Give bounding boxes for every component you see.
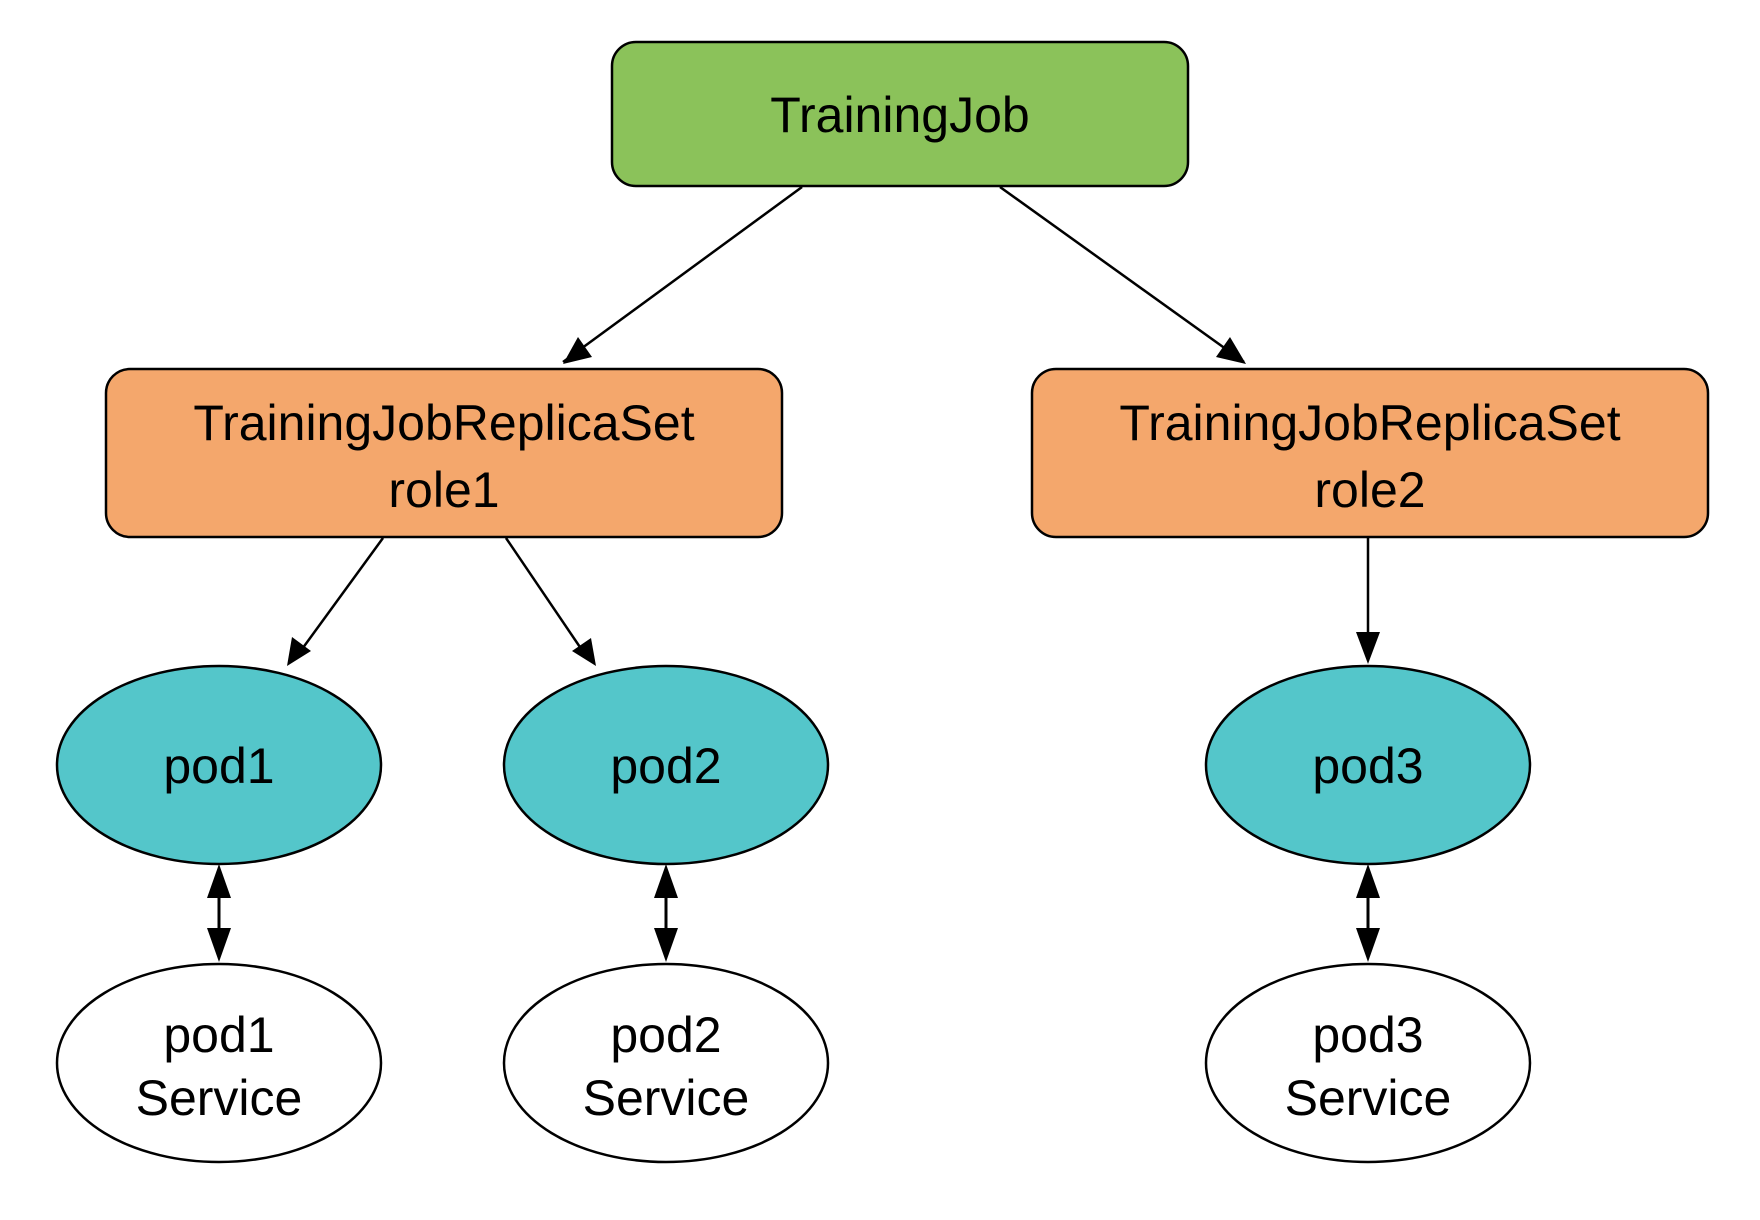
node-pod3[interactable]: pod3 [1204, 664, 1532, 866]
arrowhead-pod1-service-down [207, 928, 231, 962]
node-pod3-service[interactable]: pod3 Service [1204, 962, 1532, 1164]
node-pod2-ellipse [502, 664, 830, 866]
node-pod3-service-ellipse [1204, 962, 1532, 1164]
node-pod2-service-ellipse [502, 962, 830, 1164]
node-replica-set-role2-line2: role2 [1314, 462, 1425, 518]
node-pod1-label: pod1 [163, 738, 274, 794]
arrowhead-role2 [1216, 337, 1246, 364]
node-replica-set-role2[interactable]: TrainingJobReplicaSet role2 [1030, 367, 1710, 539]
node-pod3-ellipse [1204, 664, 1532, 866]
node-training-job-label: TrainingJob [770, 87, 1029, 143]
node-pod1-ellipse [55, 664, 383, 866]
node-replica-set-role2-box [1030, 367, 1710, 539]
node-replica-set-role2-line1: TrainingJobReplicaSet [1119, 395, 1620, 451]
arrowhead-role1 [563, 337, 592, 364]
edge-role1-to-pod2 [504, 537, 588, 657]
arrowhead-pod3-up [1356, 864, 1380, 898]
node-training-job[interactable]: TrainingJob [610, 40, 1190, 188]
arrowhead-pod2-up [654, 864, 678, 898]
node-pod1-service-line2: Service [136, 1070, 303, 1126]
edge-trainingjob-to-role1 [562, 185, 803, 364]
node-training-job-box [610, 40, 1190, 188]
node-pod1-service-ellipse [55, 962, 383, 1164]
node-pod3-label: pod3 [1312, 738, 1423, 794]
node-pod2[interactable]: pod2 [502, 664, 830, 866]
node-pod1-service-line1: pod1 [163, 1007, 274, 1063]
node-pod2-service[interactable]: pod2 Service [502, 962, 830, 1164]
arrowhead-pod2 [572, 638, 596, 666]
arrowhead-pod1-up [207, 864, 231, 898]
node-pod1-service[interactable]: pod1 Service [55, 962, 383, 1164]
arrowhead-pod2-service-down [654, 928, 678, 962]
node-pod3-service-line2: Service [1285, 1070, 1452, 1126]
node-replica-set-role1-line2: role1 [388, 462, 499, 518]
arrowhead-pod1 [287, 637, 311, 666]
arrowhead-pod3 [1356, 632, 1380, 664]
node-pod2-label: pod2 [610, 738, 721, 794]
edge-role1-to-pod1 [295, 537, 385, 657]
node-pod3-service-line1: pod3 [1312, 1007, 1423, 1063]
node-pod1[interactable]: pod1 [55, 664, 383, 866]
arrowhead-pod3-service-down [1356, 928, 1380, 962]
node-pod2-service-line1: pod2 [610, 1007, 721, 1063]
edge-trainingjob-to-role2 [999, 185, 1245, 364]
node-replica-set-role1[interactable]: TrainingJobReplicaSet role1 [104, 367, 784, 539]
node-replica-set-role1-box [104, 367, 784, 539]
edges [207, 185, 1380, 962]
node-replica-set-role1-line1: TrainingJobReplicaSet [193, 395, 694, 451]
node-pod2-service-line2: Service [583, 1070, 750, 1126]
